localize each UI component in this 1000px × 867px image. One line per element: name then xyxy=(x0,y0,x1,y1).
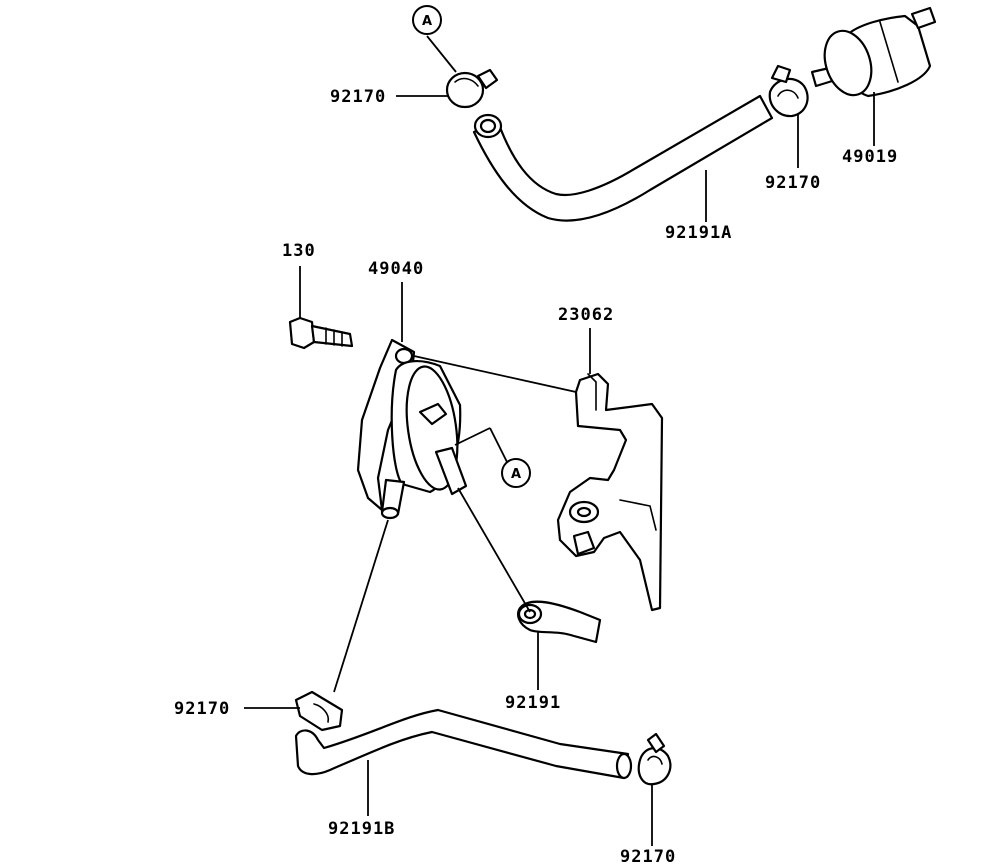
callout-a-pump: A xyxy=(501,458,531,488)
label-92191B: 92191B xyxy=(328,819,395,839)
bracket-23062 xyxy=(556,372,664,612)
leader-lines xyxy=(244,35,875,846)
label-92170-top-right: 92170 xyxy=(765,173,821,193)
clamp-92170-bottom-right xyxy=(637,732,672,786)
label-49019: 49019 xyxy=(842,147,898,167)
label-92170-bottom-left: 92170 xyxy=(174,699,230,719)
label-49040: 49040 xyxy=(368,259,424,279)
callout-a-pump-text: A xyxy=(511,467,521,482)
label-92170-top-left: 92170 xyxy=(330,87,386,107)
clamp-92170-top-left xyxy=(445,68,499,109)
fuel-pump-49040 xyxy=(356,338,468,520)
label-92191: 92191 xyxy=(505,693,561,713)
label-130: 130 xyxy=(282,241,316,261)
clamp-92170-bottom-left xyxy=(294,690,344,732)
bolt-130 xyxy=(288,316,354,350)
label-23062: 23062 xyxy=(558,305,614,325)
label-92191A: 92191A xyxy=(665,223,732,243)
callout-a-top-text: A xyxy=(422,14,432,29)
hose-92191A xyxy=(472,94,774,222)
label-92170-bottom-right: 92170 xyxy=(620,847,676,867)
hose-92191 xyxy=(517,600,602,644)
clamp-92170-top-right xyxy=(768,64,809,118)
fuel-filter-49019 xyxy=(810,6,937,98)
hose-92191B xyxy=(294,708,633,780)
callout-a-top: A xyxy=(412,5,442,35)
